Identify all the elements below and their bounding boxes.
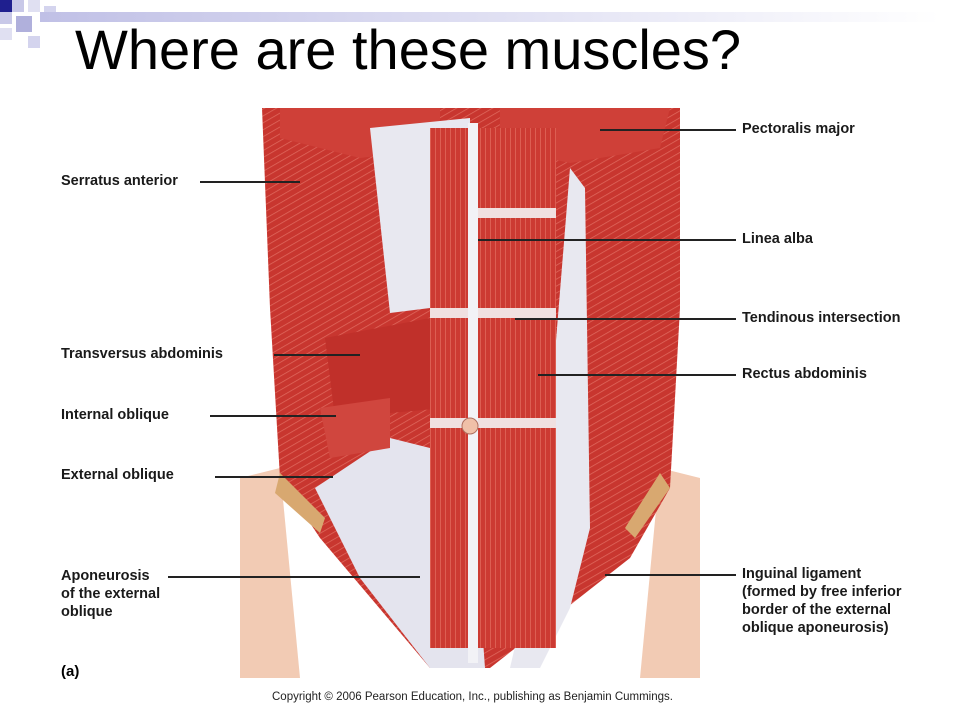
corner-decoration-square [12,0,24,12]
rectus-abdominis-left [430,128,468,648]
label-inguinal-line1: Inguinal ligament [742,566,862,582]
label-transversus-abdominis: Transversus abdominis [61,346,223,362]
umbilicus [461,417,479,435]
skin-area [640,468,700,678]
figure-label: (a) [61,663,80,680]
page-title: Where are these muscles? [75,18,742,81]
skin-area [240,468,300,678]
corner-decoration-square [28,36,40,48]
corner-decoration-square [0,28,12,40]
leader-line [538,374,736,376]
label-inguinal-line2: (formed by free inferior [742,584,902,600]
label-internal-oblique: Internal oblique [61,407,169,423]
leader-line [515,318,736,320]
label-linea-alba: Linea alba [742,231,813,247]
tendinous-intersection [430,308,468,318]
label-tendinous-intersection: Tendinous intersection [742,310,901,326]
transversus-abdominis-muscle [325,318,445,418]
iliac-crest [625,473,670,538]
corner-decoration-square [28,0,40,12]
label-aponeurosis-line1: Aponeurosis [61,568,150,584]
label-inguinal-line3: border of the external [742,602,892,618]
internal-oblique-muscle [320,398,390,458]
corner-decoration-square [16,16,32,32]
leader-line [605,574,736,576]
label-inguinal-line4: oblique aponeurosis) [742,620,889,636]
iliac-crest [275,473,325,533]
label-aponeurosis-line2: of the external [61,586,161,602]
copyright-notice: Copyright © 2006 Pearson Education, Inc.… [272,691,673,703]
leader-line [210,415,336,417]
tendinous-intersection [430,418,556,428]
tendinous-intersection [478,308,556,318]
label-rectus-abdominis: Rectus abdominis [742,366,867,382]
linea-alba [468,123,478,663]
corner-decoration-square [0,12,12,24]
label-aponeurosis-line3: oblique [61,604,113,620]
leader-line [200,181,300,183]
label-serratus-anterior: Serratus anterior [61,173,178,189]
leader-line [478,239,736,241]
abdominal-muscles-illustration [240,108,700,678]
leader-line [600,129,736,131]
leader-line [168,576,420,578]
leader-line [215,476,333,478]
label-external-oblique: External oblique [61,467,174,483]
title-underline-bar [40,12,940,22]
tendinous-intersection [478,208,556,218]
rectus-abdominis-right [478,128,556,648]
leader-line [274,354,360,356]
label-pectoralis-major: Pectoralis major [742,121,855,137]
corner-decoration-square [0,0,12,12]
